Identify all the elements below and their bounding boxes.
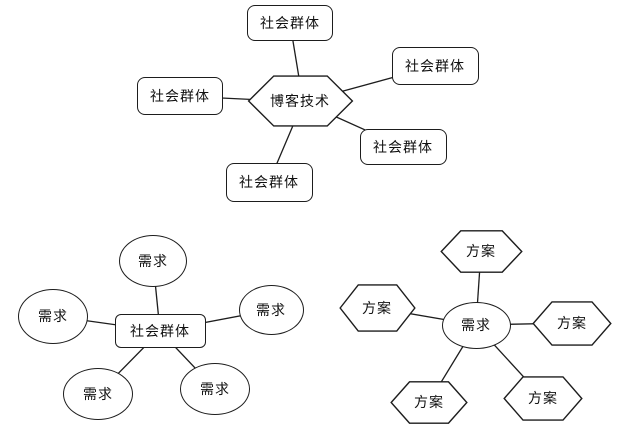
node-need-left: 需求 — [18, 288, 88, 344]
node-need-bottom-right: 需求 — [180, 363, 250, 415]
hexagon-shape — [390, 381, 468, 424]
node-solution-right: 方案 — [532, 301, 612, 346]
node-need-bottom-left: 需求 — [63, 368, 133, 420]
node-solution-left: 方案 — [339, 284, 416, 332]
node-label: 博客技术 — [270, 95, 330, 110]
node-label: 社会群体 — [260, 17, 320, 32]
node-label: 社会群体 — [130, 325, 190, 340]
node-label: 需求 — [256, 304, 286, 319]
node-need-right: 需求 — [238, 285, 304, 335]
node-label: 方案 — [362, 302, 392, 317]
node-label: 社会群体 — [405, 60, 465, 75]
hexagon-shape — [532, 301, 612, 346]
node-label: 需求 — [83, 388, 113, 403]
node-social-group-bottom: 社会群体 — [225, 162, 313, 202]
node-label: 方案 — [557, 317, 587, 332]
node-social-group-top: 社会群体 — [247, 5, 333, 41]
node-need-top: 需求 — [119, 235, 187, 287]
node-label: 社会群体 — [150, 90, 210, 105]
node-label: 社会群体 — [373, 141, 433, 156]
hexagon-shape — [339, 284, 416, 332]
node-label: 社会群体 — [239, 176, 299, 191]
node-label: 需求 — [200, 383, 230, 398]
node-social-group-right-lower: 社会群体 — [359, 129, 447, 165]
node-blog-tech-center: 博客技术 — [247, 75, 354, 127]
node-need-center: 需求 — [441, 301, 511, 349]
node-label: 方案 — [414, 396, 444, 411]
node-solution-top: 方案 — [440, 230, 523, 273]
hexagon-shape — [247, 75, 354, 127]
node-social-group-center: 社会群体 — [114, 314, 206, 348]
node-label: 需求 — [38, 310, 68, 325]
hexagon-shape — [440, 230, 523, 273]
node-label: 需求 — [461, 319, 491, 334]
node-social-group-left: 社会群体 — [137, 77, 223, 115]
node-label: 方案 — [528, 392, 558, 407]
node-label: 需求 — [138, 255, 168, 270]
node-label: 方案 — [466, 245, 496, 260]
node-social-group-right-upper: 社会群体 — [391, 47, 479, 85]
node-solution-bottom-right: 方案 — [503, 376, 583, 421]
node-solution-bottom-left: 方案 — [390, 381, 468, 424]
hexagon-shape — [503, 376, 583, 421]
